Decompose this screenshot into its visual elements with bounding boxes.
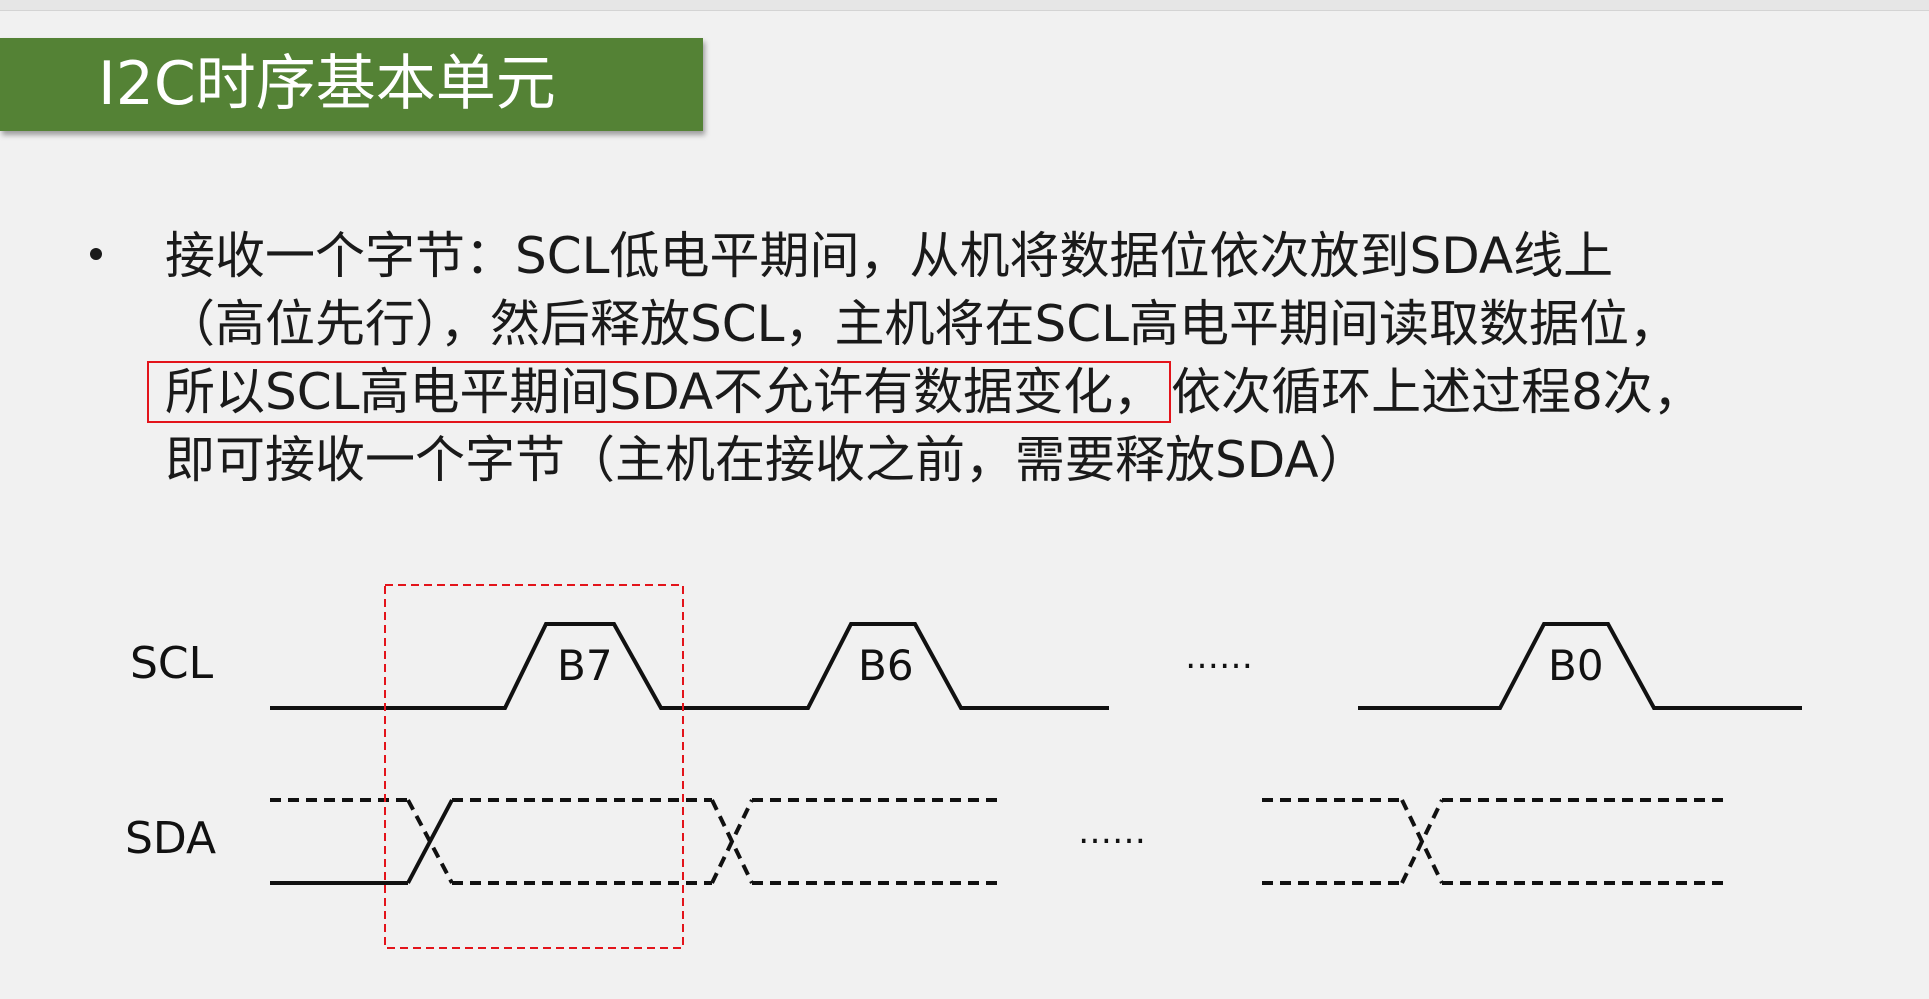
scl-label: SCL	[130, 638, 214, 689]
scl-waveform-1	[270, 622, 1109, 710]
bullet-line-3-rest: 依次循环上述过程8次，	[1171, 363, 1703, 421]
bullet-line-4: 即可接收一个字节（主机在接收之前，需要释放SDA）	[165, 431, 1369, 489]
bit-label-b7: B7	[557, 641, 613, 690]
slide-title: I2C时序基本单元	[98, 49, 556, 119]
highlighted-text: 所以SCL高电平期间SDA不允许有数据变化，	[147, 361, 1172, 423]
bullet-line-1: 接收一个字节：SCL低电平期间，从机将数据位依次放到SDA线上	[165, 227, 1614, 285]
bit-label-b0: B0	[1548, 641, 1604, 690]
sda-cross-1b	[406, 799, 454, 884]
bit-label-b6: B6	[858, 641, 914, 690]
b7-highlight-box	[384, 584, 684, 949]
sda-cross-3b	[1400, 799, 1444, 884]
title-banner: I2C时序基本单元	[0, 38, 703, 131]
timing-diagram: SCL SDA B7 B6 B0 …… ……	[125, 584, 1802, 949]
sda-label: SDA	[125, 813, 216, 864]
sda-ellipsis: ……	[1078, 812, 1146, 852]
scl-ellipsis: ……	[1185, 637, 1253, 677]
bullet-marker	[90, 248, 102, 260]
bullet-line-3: 所以SCL高电平期间SDA不允许有数据变化，依次循环上述过程8次，	[147, 358, 1703, 426]
window-top-strip	[0, 0, 1929, 11]
sda-cross-2b	[710, 799, 754, 884]
scl-waveform-2	[1358, 622, 1802, 710]
bullet-line-2: （高位先行），然后释放SCL，主机将在SCL高电平期间读取数据位，	[165, 295, 1680, 353]
